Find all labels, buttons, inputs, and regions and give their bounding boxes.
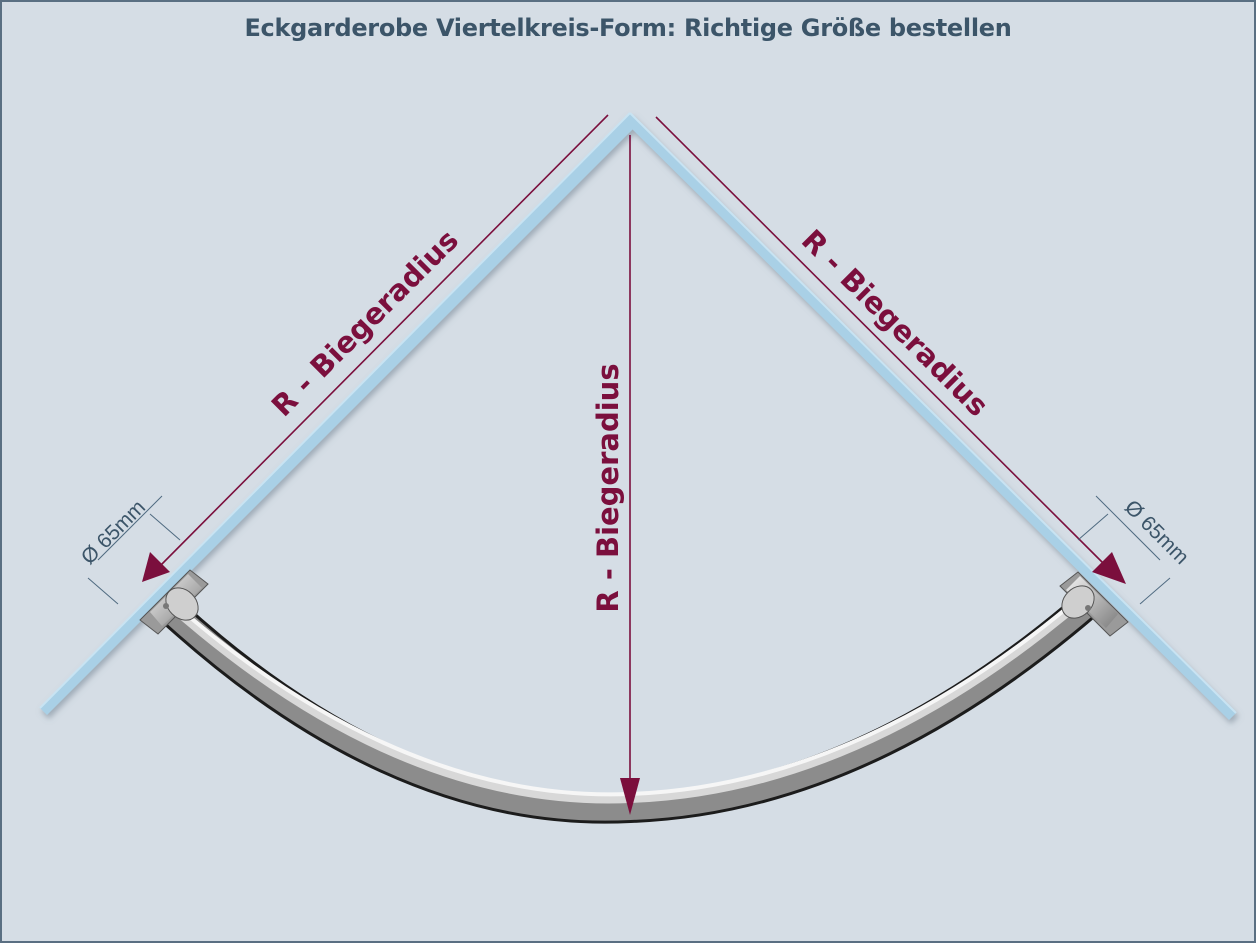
dimension-lines [142, 114, 1126, 815]
radius-label-right: R - Biegeradius [795, 223, 995, 423]
radius-label-center: R - Biegeradius [591, 363, 625, 612]
page-title: Eckgarderobe Viertelkreis-Form: Richtige… [244, 14, 1012, 42]
diameter-lines [87, 495, 1171, 605]
dimension-line-left [157, 114, 609, 569]
wall-right [623, 113, 1236, 720]
diameter-label-left: Ø 65mm [77, 496, 150, 569]
diameter-label-right: Ø 65mm [1120, 496, 1193, 569]
dimension-line-right [655, 116, 1107, 567]
arrow-right-icon [1092, 552, 1126, 584]
flange-left [139, 569, 209, 635]
arrow-center-icon [620, 778, 640, 815]
wall-left [40, 113, 637, 715]
arrow-left-icon [142, 552, 170, 582]
wardrobe-rod [157, 589, 1103, 824]
flange-right [1059, 571, 1129, 637]
corner-walls [39, 112, 1237, 720]
